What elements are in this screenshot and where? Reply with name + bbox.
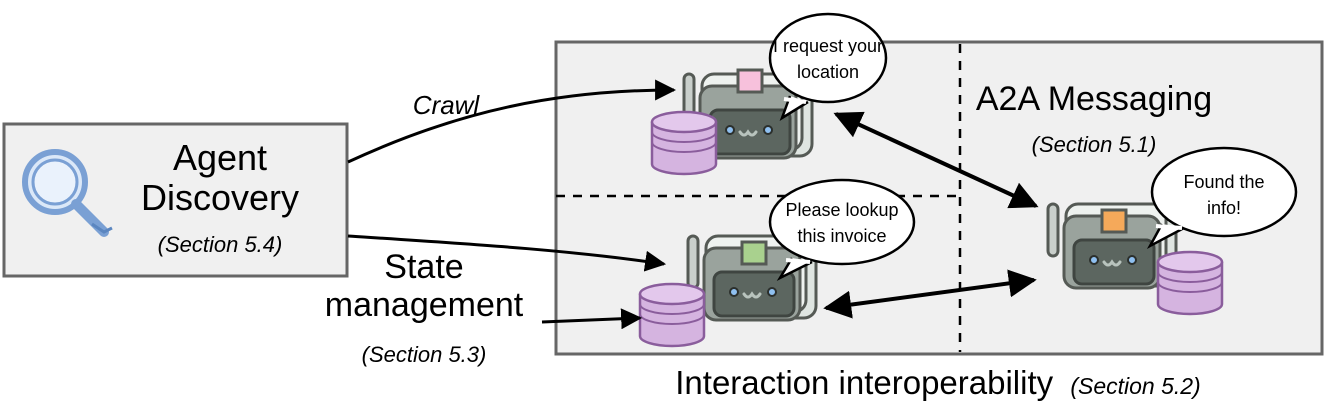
top-bubble-line1: I request your bbox=[773, 36, 883, 56]
magnifier-icon bbox=[22, 149, 113, 237]
discovery-section: (Section 5.4) bbox=[158, 232, 283, 257]
right-database-icon bbox=[1156, 250, 1224, 316]
state-label-line2: management bbox=[325, 286, 524, 324]
right-robot-badge bbox=[1100, 208, 1128, 234]
top-database-icon bbox=[650, 110, 718, 176]
top-bubble-line2: location bbox=[797, 62, 859, 82]
interop-section: (Section 5.2) bbox=[1070, 373, 1200, 399]
mid-agent bbox=[686, 234, 818, 322]
mid-bubble-line1: Please lookup bbox=[785, 200, 898, 220]
right-bubble-line2: info! bbox=[1207, 198, 1241, 218]
mid-robot-badge bbox=[740, 240, 768, 266]
mid-database-icon bbox=[638, 282, 706, 348]
a2a-mid-arrow bbox=[823, 269, 1037, 319]
messaging-label: A2A Messaging bbox=[976, 80, 1212, 118]
state-arrow bbox=[541, 308, 643, 330]
interop-label: Interaction interoperability bbox=[675, 364, 1053, 401]
top-speech-bubble: I request your location bbox=[768, 12, 888, 121]
crawl-label: Crawl bbox=[413, 90, 481, 120]
right-speech-bubble: Found the info! bbox=[1146, 146, 1298, 250]
discovery-to-mid-arrow bbox=[347, 234, 667, 272]
state-label-line1: State bbox=[384, 248, 463, 286]
discovery-title-line2: Discovery bbox=[141, 177, 299, 218]
a2a-top-arrow bbox=[833, 111, 1039, 209]
state-section: (Section 5.3) bbox=[362, 342, 487, 367]
interop-caption: Interaction interoperability (Section 5.… bbox=[675, 364, 1200, 401]
crawl-arrow bbox=[347, 79, 677, 164]
top-robot-badge bbox=[736, 68, 764, 94]
right-agent bbox=[1046, 202, 1178, 290]
top-agent bbox=[682, 68, 814, 160]
mid-bubble-line2: this invoice bbox=[797, 226, 886, 246]
discovery-title-line1: Agent bbox=[173, 137, 267, 178]
right-bubble-line1: Found the bbox=[1183, 172, 1264, 192]
messaging-section: (Section 5.1) bbox=[1032, 132, 1157, 157]
